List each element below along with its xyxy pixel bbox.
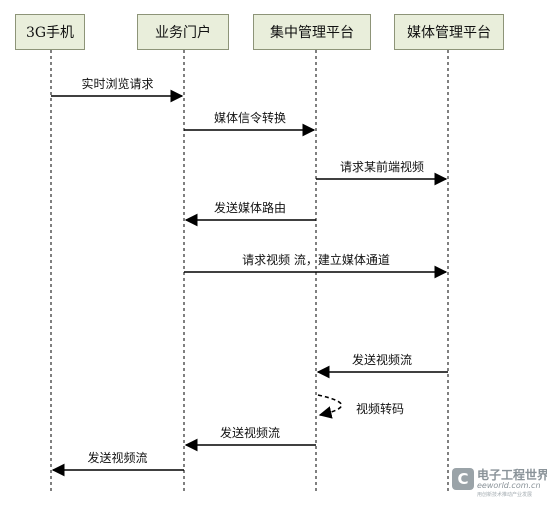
- watermark-title: 电子工程世界: [477, 468, 547, 482]
- actor-3g-phone: 3G手机: [15, 14, 85, 50]
- message-label: 发送视频流: [352, 352, 412, 367]
- message-label: 视频转码: [356, 401, 404, 416]
- message-label: 实时浏览请求: [81, 76, 153, 91]
- watermark-url: eeworld.com.cn: [477, 481, 541, 490]
- actor-service-portal: 业务门户: [137, 14, 229, 50]
- self-message-arrow: [317, 394, 343, 419]
- eeworld-watermark: C 电子工程世界 eeworld.com.cn 用创新技术推动产业发展: [452, 466, 547, 500]
- message-label: 发送媒体路由: [214, 200, 286, 215]
- message-label: 媒体信令转换: [214, 110, 286, 125]
- actor-media-platform: 媒体管理平台: [394, 14, 504, 50]
- message-label: 发送视频流: [220, 425, 280, 440]
- message-label: 发送视频流: [87, 450, 147, 465]
- eeworld-logo-icon: C: [452, 468, 474, 490]
- message-label: 请求某前端视频: [340, 159, 424, 174]
- actor-central-platform: 集中管理平台: [253, 14, 371, 50]
- watermark-subtitle: 用创新技术推动产业发展: [477, 492, 533, 498]
- message-label: 请求视频 流，建立媒体通道: [242, 252, 390, 267]
